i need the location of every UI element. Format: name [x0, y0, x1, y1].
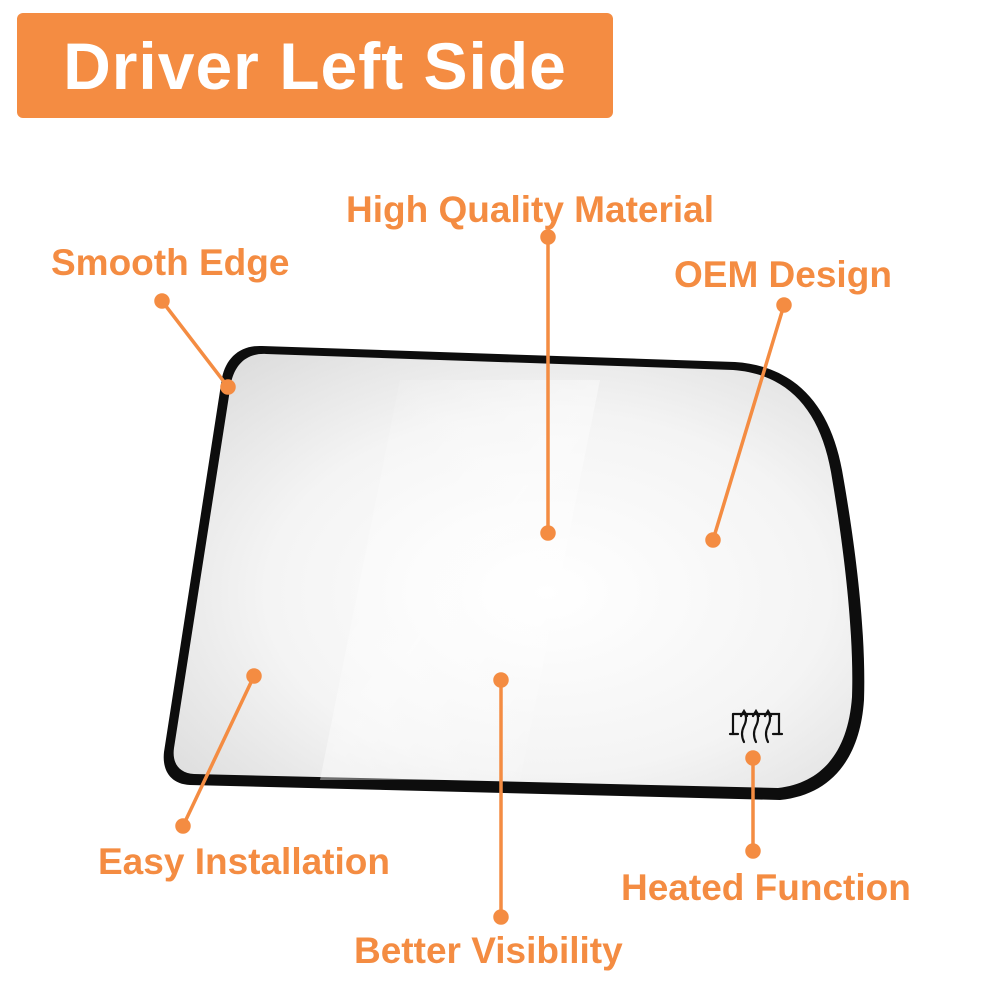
dot-high-quality-bottom: [540, 525, 556, 541]
leader-easy-install: [181, 675, 256, 827]
glass-sheen: [320, 380, 600, 780]
leader-oem: [711, 304, 786, 541]
dot-easy-install-top: [246, 668, 262, 684]
dot-high-quality-top: [540, 229, 556, 245]
leader-smooth-edge: [160, 299, 230, 389]
callout-high-quality: High Quality Material: [346, 189, 715, 230]
dot-oem-top: [776, 297, 792, 313]
dot-smooth-edge-bottom: [220, 379, 236, 395]
title-text: Driver Left Side: [63, 28, 567, 103]
heater-icon: [728, 708, 784, 744]
title-badge: Driver Left Side: [17, 13, 613, 118]
callout-easy-installation: Easy Installation: [98, 841, 390, 882]
dot-oem-bottom: [705, 532, 721, 548]
dot-visibility-top: [493, 672, 509, 688]
dot-easy-install-bottom: [175, 818, 191, 834]
callout-better-visibility: Better Visibility: [354, 930, 623, 971]
callout-smooth-edge: Smooth Edge: [51, 242, 290, 283]
dot-smooth-edge-top: [154, 293, 170, 309]
dot-heated-top: [745, 750, 761, 766]
dot-visibility-bottom: [493, 909, 509, 925]
callout-heated-function: Heated Function: [621, 867, 911, 908]
callout-oem-design: OEM Design: [674, 254, 892, 295]
dot-heated-bottom: [745, 843, 761, 859]
